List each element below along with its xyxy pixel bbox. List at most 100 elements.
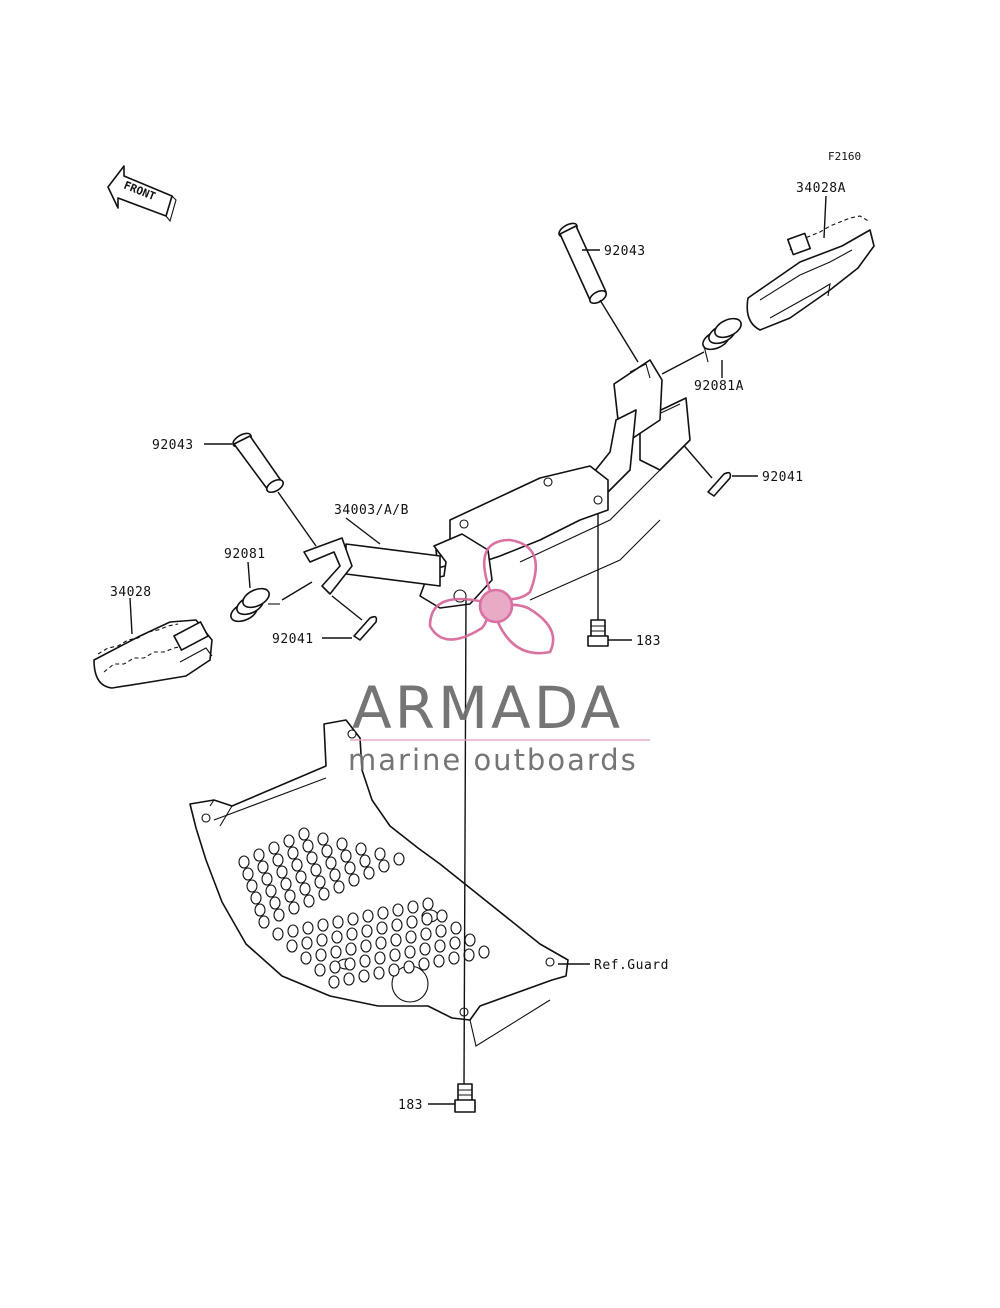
- plate-perforation: [421, 912, 433, 926]
- plate-perforation: [407, 900, 419, 914]
- plate-perforation: [333, 880, 345, 894]
- plate-perforation: [359, 954, 371, 968]
- plate-perforation: [295, 870, 307, 884]
- spring-left: [230, 587, 280, 623]
- axis-bolt-lower: [463, 597, 467, 1085]
- plate-perforation: [406, 915, 418, 929]
- propeller-logo-icon: [428, 538, 555, 655]
- plate-perforation: [340, 849, 352, 863]
- plate-perforation: [284, 889, 296, 903]
- plate-perforation: [345, 942, 357, 956]
- bolt-lower: [454, 1083, 476, 1113]
- plate-perforation: [310, 863, 322, 877]
- watermark-tagline: marine outboards: [348, 743, 638, 777]
- plate-perforation: [315, 948, 327, 962]
- plate-perforation: [283, 834, 295, 848]
- plate-perforation: [242, 867, 254, 881]
- armada-logo: ARMADA marine outboards: [348, 538, 650, 777]
- leader-spring-left: [247, 561, 251, 589]
- plate-perforation: [392, 903, 404, 917]
- plate-perforation: [332, 915, 344, 929]
- cotter-left: [353, 615, 378, 641]
- plate-perforation: [361, 924, 373, 938]
- cotter-right: [707, 471, 732, 497]
- label-spring-right: 92081A: [694, 379, 744, 394]
- pin-left: [232, 432, 284, 494]
- label-bolt-lower: 183: [398, 1098, 423, 1113]
- plate-perforation: [273, 908, 285, 922]
- plate-perforation: [314, 875, 326, 889]
- plate-perforation: [360, 939, 372, 953]
- plate-perforation: [261, 872, 273, 886]
- plate-perforation: [303, 894, 315, 908]
- figure-code: F2160: [828, 150, 861, 163]
- axis-cotter-left: [331, 595, 363, 621]
- plate-perforation: [331, 930, 343, 944]
- label-bolt-upper: 183: [636, 634, 661, 649]
- plate-perforation: [250, 891, 262, 905]
- plate-perforation: [419, 942, 431, 956]
- label-pin-left: 92043: [152, 438, 194, 453]
- plate-perforation: [359, 854, 371, 868]
- plate-perforation: [374, 847, 386, 861]
- plate-perforation: [393, 852, 405, 866]
- label-spring-left: 92081: [224, 547, 266, 562]
- plate-perforation: [329, 868, 341, 882]
- plate-perforation: [286, 939, 298, 953]
- plate-perforation: [287, 924, 299, 938]
- plate-perforation: [272, 927, 284, 941]
- label-footpeg-left: 34028: [110, 585, 152, 600]
- plate-perforation: [376, 921, 388, 935]
- plate-perforation: [258, 915, 270, 929]
- pin-right: [558, 222, 607, 305]
- plate-perforation: [403, 960, 415, 974]
- skid-plate-holes: [238, 827, 490, 989]
- plate-perforation: [358, 969, 370, 983]
- plate-perforation: [418, 957, 430, 971]
- label-cotter-left: 92041: [272, 632, 314, 647]
- plate-perforation: [344, 861, 356, 875]
- plate-perforation: [238, 855, 250, 869]
- plate-perforation: [336, 837, 348, 851]
- axis-pin-left: [277, 491, 317, 547]
- watermark-brand: ARMADA: [352, 674, 623, 742]
- plate-perforation: [301, 936, 313, 950]
- plate-perforation: [363, 866, 375, 880]
- plate-perforation: [448, 951, 460, 965]
- plate-perforation: [317, 918, 329, 932]
- plate-perforation: [280, 877, 292, 891]
- plate-perforation: [287, 846, 299, 860]
- plate-perforation: [253, 848, 265, 862]
- plate-perforation: [272, 853, 284, 867]
- plate-perforation: [355, 842, 367, 856]
- axis-spring-left: [281, 581, 313, 601]
- plate-perforation: [265, 884, 277, 898]
- plate-perforation: [375, 936, 387, 950]
- plate-perforation: [300, 951, 312, 965]
- plate-perforation: [449, 936, 461, 950]
- plate-perforation: [299, 882, 311, 896]
- plate-perforation: [306, 851, 318, 865]
- plate-perforation: [246, 879, 258, 893]
- axis-spring-right: [661, 351, 705, 375]
- plate-perforation: [404, 945, 416, 959]
- leader-bracket: [345, 517, 381, 545]
- footpeg-bracket: [303, 359, 691, 609]
- plate-perforation: [435, 924, 447, 938]
- plate-perforation: [288, 901, 300, 915]
- label-bracket: 34003/A/B: [334, 503, 409, 518]
- plate-perforation: [374, 951, 386, 965]
- label-cotter-right: 92041: [762, 470, 804, 485]
- plate-perforation: [314, 963, 326, 977]
- plate-perforation: [436, 909, 448, 923]
- footpeg-right: [746, 215, 875, 331]
- plate-perforation: [388, 963, 400, 977]
- plate-perforation: [405, 930, 417, 944]
- plate-perforation: [257, 860, 269, 874]
- label-ref-guard: Ref.Guard: [594, 958, 669, 973]
- plate-perforation: [389, 948, 401, 962]
- plate-perforation: [433, 954, 445, 968]
- plate-perforation: [450, 921, 462, 935]
